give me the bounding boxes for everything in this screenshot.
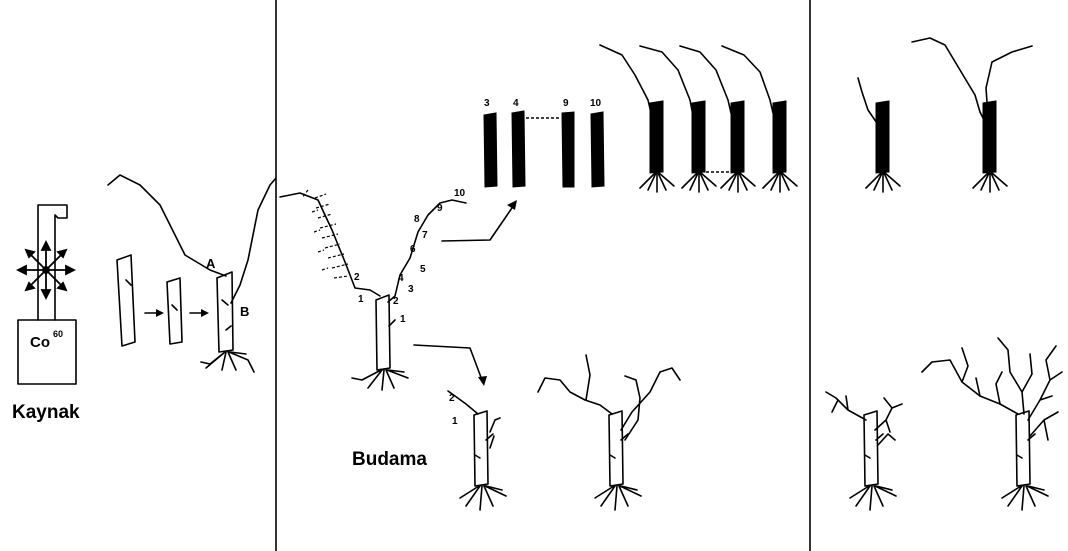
isotope-mass-number: 60 [53,329,63,339]
arrow-to-cuttings [442,205,514,241]
pruned-shoot [280,193,380,296]
cutting-row: 3 4 9 10 [484,98,604,187]
irradiated-cuttings [117,255,209,346]
arrow-to-pruned [414,345,482,380]
cutting-number: 10 [590,98,602,109]
node-number: 10 [454,188,466,199]
pruning-main-plant [280,190,466,390]
label-b: B [240,304,249,319]
isotope-label: Co [30,334,50,351]
radiation-burst-icon [18,242,74,298]
node-number: 1 [452,416,458,427]
cutting-number: 9 [563,98,569,109]
node-number: 1 [400,314,406,325]
node-number: 7 [422,230,428,241]
node-number: 6 [410,244,416,255]
cutting-number: 4 [513,98,519,109]
node-number: 1 [358,294,364,305]
node-number: 3 [408,284,414,295]
radiation-source: Co 60 [18,205,76,384]
rooted-cutting-row [600,45,797,192]
node-number: 9 [437,203,443,214]
regrown-plant [538,355,680,510]
result-plant-large-1 [826,392,902,510]
node-number: 2 [393,296,399,307]
node-number: 5 [420,264,426,275]
source-label: Kaynak [12,402,80,423]
growing-shoot [388,200,466,302]
shoot-b [231,178,276,303]
cut-marks [302,190,348,278]
node-number: 2 [354,272,360,283]
cutting-number: 3 [484,98,490,109]
pruned-plant: 1 2 [448,391,506,510]
result-plant-small-2 [912,38,1032,192]
label-a: A [206,256,216,271]
pruning-label: Budama [352,449,427,470]
result-plant-small-1 [858,78,900,192]
result-plant-large-2 [922,338,1062,510]
node-number: 8 [414,214,420,225]
node-number: 4 [398,273,404,284]
arrow-to-pruned-head [478,376,487,386]
node-number: 2 [449,393,455,404]
